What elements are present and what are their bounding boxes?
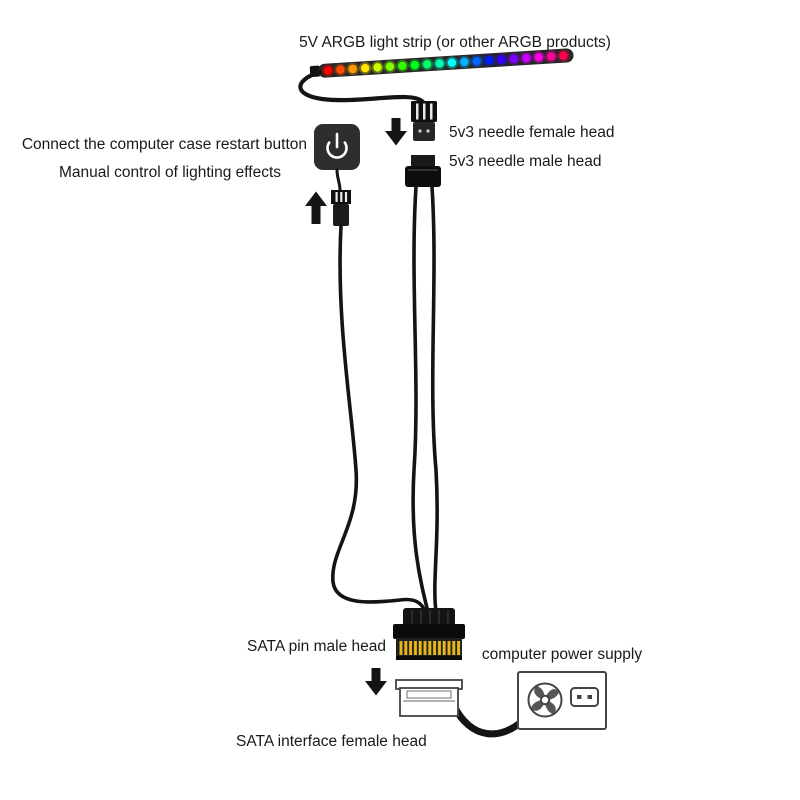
socket-icon bbox=[570, 687, 599, 707]
led-strip bbox=[309, 48, 574, 78]
label-needle-male: 5v3 needle male head bbox=[449, 153, 602, 170]
up-arrow-icon bbox=[305, 191, 327, 224]
power-supply-box bbox=[517, 671, 607, 730]
label-sata-female: SATA interface female head bbox=[236, 733, 427, 750]
button-cable-stub bbox=[335, 168, 342, 192]
led-strip-bar bbox=[317, 48, 574, 78]
fan-icon bbox=[527, 682, 563, 718]
argb-female-connector bbox=[411, 101, 437, 141]
argb-male-connector bbox=[405, 155, 441, 187]
led-strip-dots bbox=[321, 49, 570, 77]
cable-left bbox=[331, 224, 427, 614]
sata-male-connector bbox=[393, 608, 465, 660]
button-connector bbox=[331, 190, 351, 226]
psu-cable bbox=[450, 702, 532, 738]
sata-female-connector bbox=[395, 679, 463, 717]
power-button-icon bbox=[314, 124, 360, 170]
label-power-supply: computer power supply bbox=[482, 646, 642, 663]
label-restart-line1: Connect the computer case restart button bbox=[22, 136, 307, 153]
label-argb-strip: 5V ARGB light strip (or other ARGB produ… bbox=[299, 34, 611, 51]
down-arrow-icon-2 bbox=[365, 668, 387, 696]
cable-right-b bbox=[430, 185, 439, 614]
down-arrow-icon bbox=[385, 118, 407, 146]
strip-cable bbox=[298, 69, 426, 105]
cable-right-a bbox=[411, 185, 430, 614]
label-needle-female: 5v3 needle female head bbox=[449, 124, 614, 141]
label-sata-male: SATA pin male head bbox=[247, 638, 386, 655]
label-restart-line2: Manual control of lighting effects bbox=[59, 164, 281, 181]
sata-pins bbox=[399, 641, 461, 655]
